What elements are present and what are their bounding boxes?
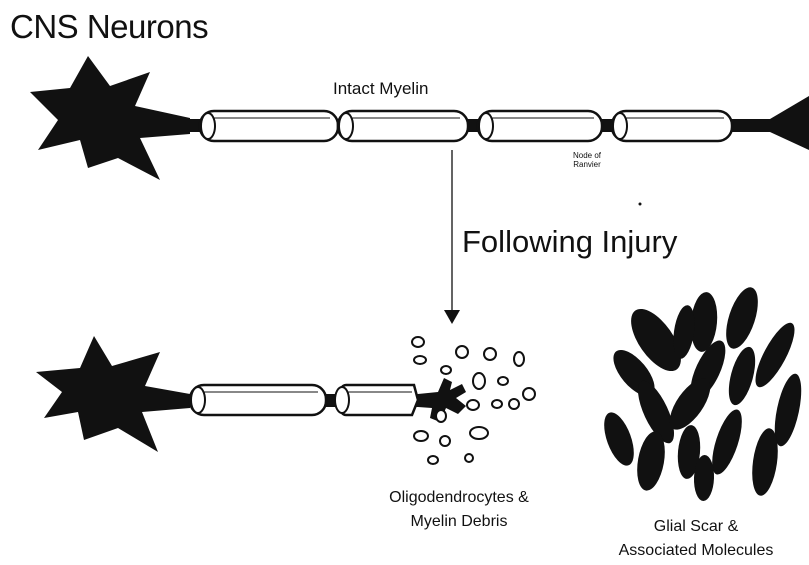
- node-of-ranvier-label: Node of Ranvier: [573, 151, 601, 169]
- bottom-cell-body: [36, 336, 190, 452]
- debris-label-line2: Myelin Debris: [364, 510, 554, 534]
- bottom-myelin-sheath-1: [190, 385, 326, 415]
- intact-myelin-label: Intact Myelin: [333, 79, 428, 99]
- following-injury-label: Following Injury: [462, 224, 677, 260]
- injury-arrow: [444, 150, 460, 324]
- top-axon-terminal: [720, 96, 809, 150]
- glial-scar-label: Glial Scar & Associated Molecules: [585, 515, 807, 563]
- debris-label: Oligodendrocytes & Myelin Debris: [364, 486, 554, 534]
- diagram-title: CNS Neurons: [10, 8, 208, 46]
- top-myelin-sheath-1: [200, 111, 338, 141]
- glial-scar-label-line1: Glial Scar &: [585, 515, 807, 539]
- top-myelin-sheath-2: [338, 111, 468, 141]
- injured-neuron: [36, 336, 466, 452]
- top-myelin-sheath-3: [478, 111, 602, 141]
- top-cell-body: [30, 56, 190, 180]
- glial-scar-label-line2: Associated Molecules: [585, 539, 807, 563]
- glial-scar: [598, 284, 806, 502]
- bottom-myelin-sheath-2-damaged: [335, 385, 418, 415]
- debris-label-line1: Oligodendrocytes &: [364, 486, 554, 510]
- node-of-ranvier-label-line2: Ranvier: [573, 160, 601, 169]
- top-myelin-sheath-4: [612, 111, 732, 141]
- node-of-ranvier-label-line1: Node of: [573, 151, 601, 160]
